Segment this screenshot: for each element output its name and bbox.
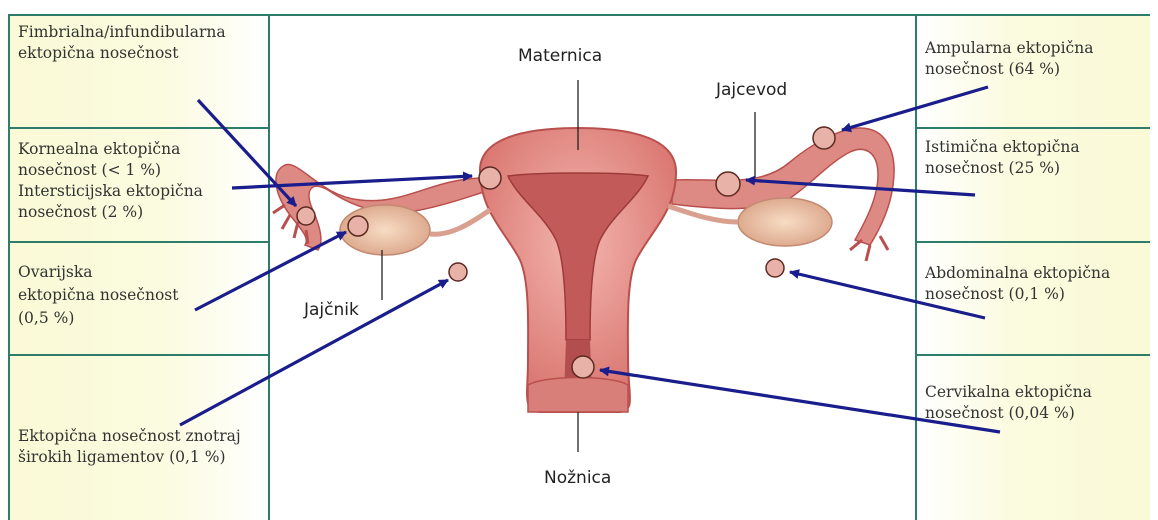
embryo-isthmic	[716, 172, 740, 196]
arrow-cervical	[600, 370, 1000, 432]
vagina-top	[528, 378, 628, 413]
organ-label-vagina: Nožnica	[544, 468, 611, 488]
embryo-broad-ligament	[449, 263, 467, 281]
embryo-cornual	[479, 167, 501, 189]
organ-label-tube: Jajcevod	[716, 80, 787, 100]
left-ovarian-ligament	[430, 210, 490, 234]
embryo-ovarian	[348, 216, 368, 236]
embryo-cervical	[572, 356, 594, 378]
embryo-abdominal	[766, 259, 784, 277]
arrow-fimbrial	[198, 100, 296, 206]
embryo-ampullary	[813, 127, 835, 149]
organ-label-uterus: Maternica	[518, 46, 602, 66]
arrow-abdominal	[790, 272, 985, 318]
embryo-fimbrial	[297, 207, 315, 225]
arrow-ovarian	[195, 232, 346, 310]
arrow-ampullary	[842, 87, 988, 130]
right-ovary	[738, 198, 832, 246]
organ-label-ovary: Jajčnik	[304, 300, 359, 320]
